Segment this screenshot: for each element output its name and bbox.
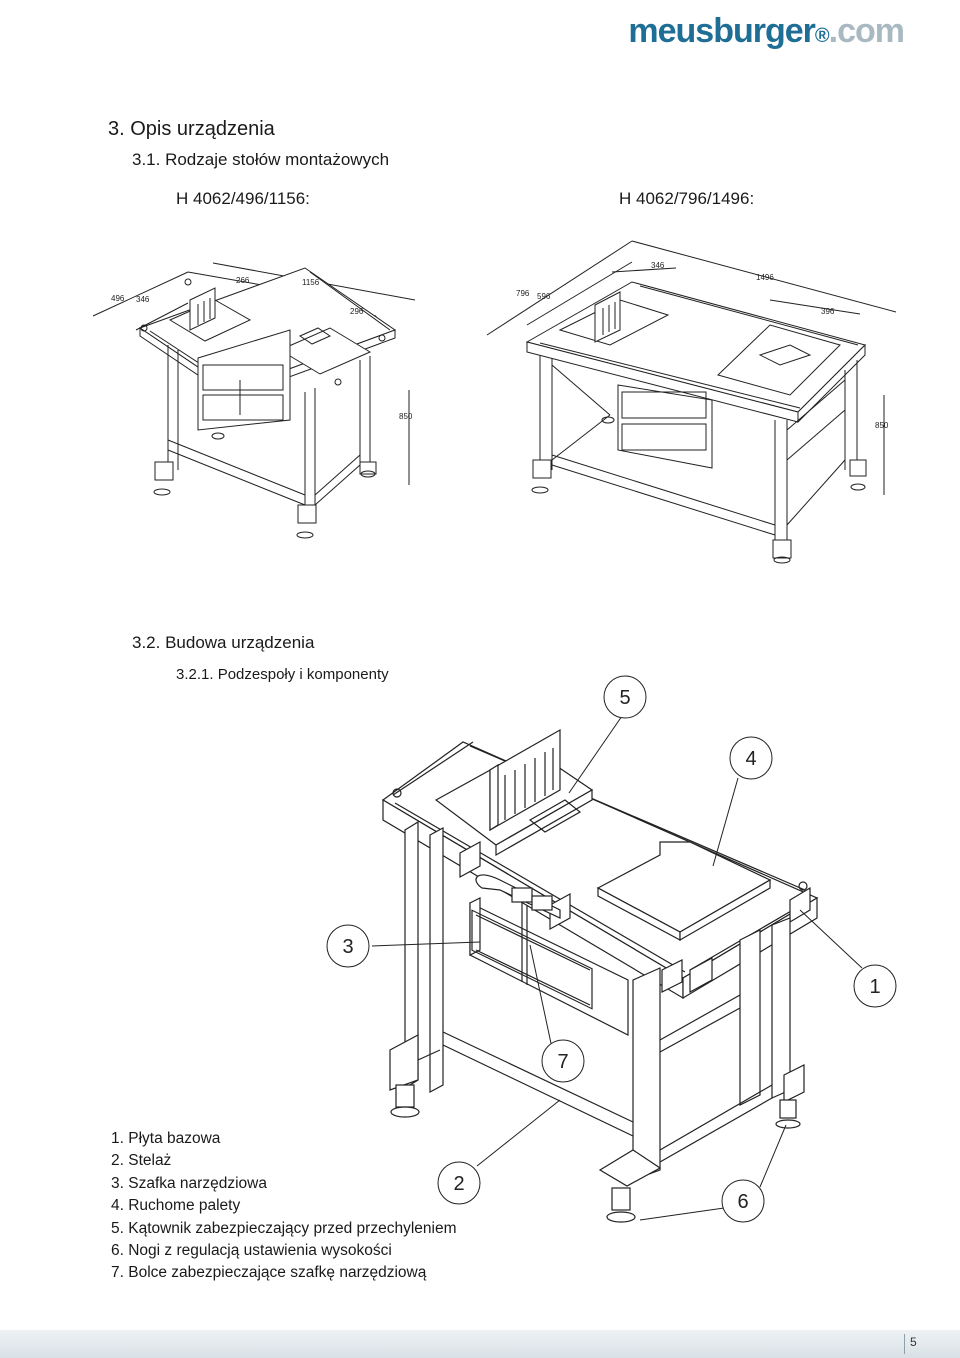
legend-item: 1. Płyta bazowa	[111, 1130, 221, 1147]
legend-item: 5. Kątownik zabezpieczający przed przech…	[111, 1219, 457, 1237]
callout-1-circle	[853, 964, 897, 1008]
logo-registered-mark: ®	[814, 25, 830, 47]
section-title: 3. Opis urządzenia	[108, 118, 275, 140]
footer-divider	[904, 1334, 905, 1354]
callout-leaders	[371, 715, 863, 1221]
model-left-label: H 4062/496/1156:	[176, 189, 310, 208]
callout-5-circle	[603, 675, 647, 719]
model-right-label: H 4062/796/1496:	[619, 189, 755, 208]
callout-2-circle	[437, 1161, 481, 1205]
callout-1-number: 1	[869, 976, 880, 998]
components-title: 3.2.1. Podzespoły i komponenty	[176, 666, 389, 683]
dim-left-angle: 266	[236, 276, 250, 285]
dim-left-pallet: 296	[350, 307, 364, 316]
legend-item: 2. Stelaż	[111, 1152, 172, 1170]
construction-title: 3.2. Budowa urządzenia	[132, 633, 315, 652]
callout-6-number: 6	[737, 1191, 748, 1213]
dim-left-depth-inner: 346	[136, 295, 150, 304]
callout-4-number: 4	[745, 748, 756, 770]
dim-right-depth: 796	[516, 289, 530, 298]
legend-item: 3. Szafka narzędziowa	[111, 1174, 267, 1192]
footer-bar	[0, 1330, 960, 1358]
component-table-drawing	[381, 728, 819, 1223]
page-number: 5	[910, 1335, 917, 1349]
callout-2-number: 2	[453, 1173, 464, 1195]
meusburger-logo: meusburger®.com	[628, 12, 905, 51]
callout-5-number: 5	[619, 687, 630, 709]
legend-item: 4. Ruchome palety	[111, 1197, 241, 1215]
callout-4-circle	[729, 736, 773, 780]
dim-right-pallet: 396	[821, 307, 835, 316]
dim-right-height: 850	[875, 421, 889, 430]
dim-left-height: 850	[399, 412, 413, 421]
dim-right-depth-inner: 596	[537, 292, 551, 301]
logo-suffix: .com	[828, 12, 905, 50]
dim-left-depth: 496	[111, 294, 125, 303]
logo-brand: meusburger	[628, 12, 815, 50]
small-table-drawing	[92, 262, 416, 539]
dim-right-length: 1496	[756, 273, 774, 282]
callout-7-circle	[541, 1039, 585, 1083]
callout-6-circle	[721, 1179, 765, 1223]
component-legend: 1. Płyta bazowa 2. Stelaż 3. Szafka narz…	[111, 1128, 456, 1285]
callout-3-circle	[326, 924, 370, 968]
legend-item: 7. Bolce zabezpieczające szafkę narzędzi…	[111, 1264, 427, 1282]
dim-right-angle: 346	[651, 261, 665, 270]
legend-item: 6. Nogi z regulacją ustawienia wysokości	[111, 1242, 392, 1260]
dim-left-length: 1156	[302, 278, 320, 287]
callout-circles	[326, 675, 897, 1223]
large-table-drawing	[486, 240, 897, 564]
callout-3-number: 3	[342, 936, 353, 958]
subsection-title: 3.1. Rodzaje stołów montażowych	[132, 150, 390, 169]
callout-7-number: 7	[557, 1051, 568, 1073]
